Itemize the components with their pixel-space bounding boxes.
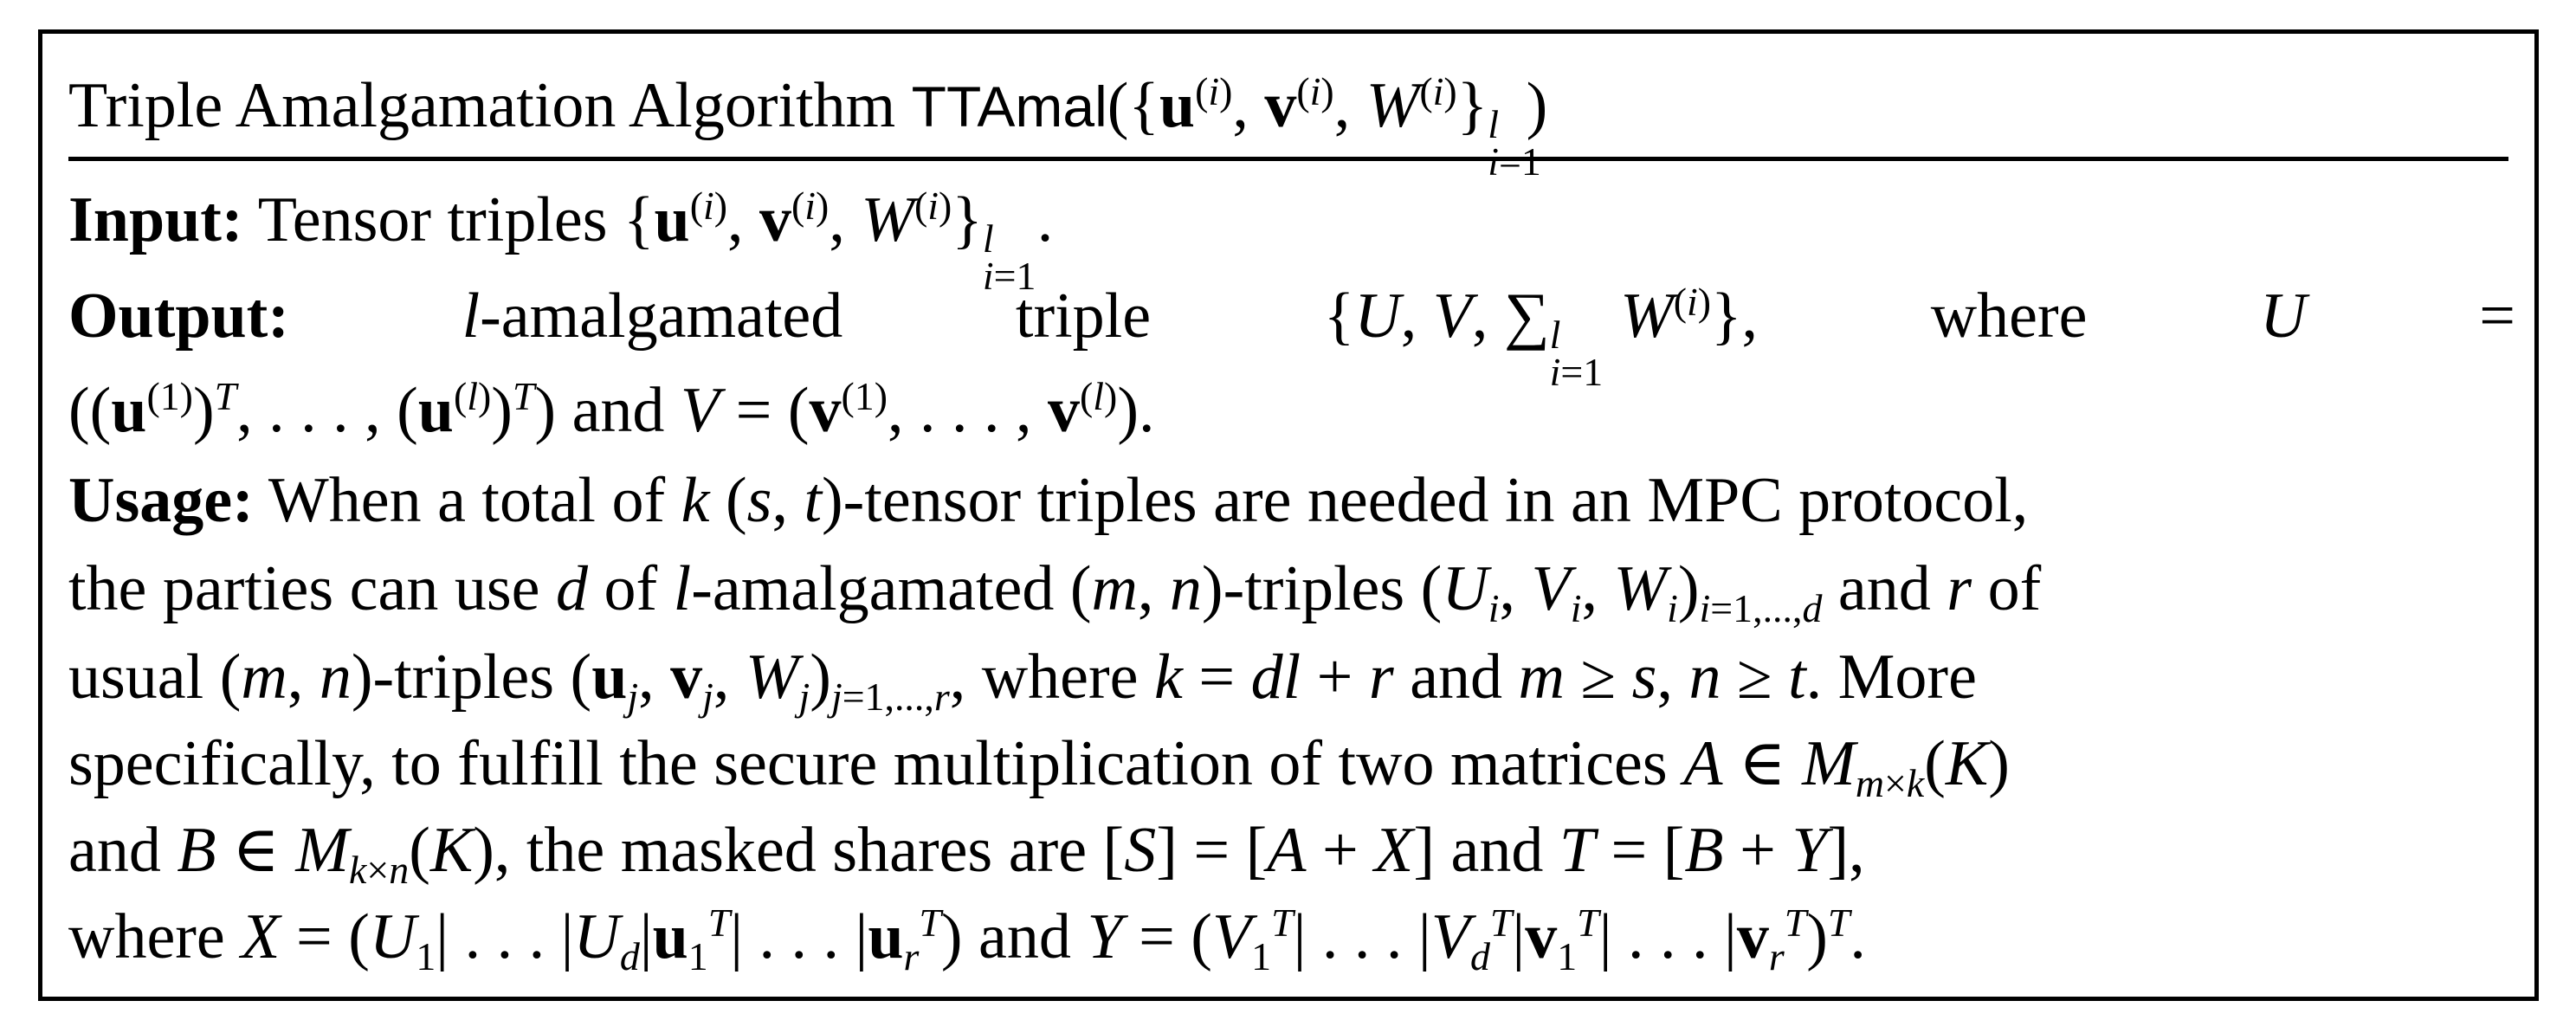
usage-line-5: and B ∈ Mk×n(K), the masked shares are [… [68, 815, 1865, 892]
output-word-2: triple [1015, 281, 1152, 352]
output-eq: = [2479, 281, 2515, 352]
input-line: Input: Tensor triples {u(i), v(i), W(i)}… [68, 185, 2515, 295]
usage-line-6: where X = (U1| . . . |Ud|u1T| . . . |urT… [68, 900, 1866, 978]
algorithm-name: TTAmal [911, 74, 1107, 139]
algorithm-title-prefix: Triple Amalgamation Algorithm [68, 70, 896, 141]
output-word-1: l-amalgamated [462, 281, 843, 352]
output-label: Output: [68, 281, 289, 352]
input-label: Input: [68, 184, 243, 255]
output-word-3: where [1930, 281, 2088, 352]
title-rule [68, 157, 2508, 161]
usage-line-4: specifically, to fulfill the secure mult… [68, 728, 2010, 805]
algorithm-title: Triple Amalgamation Algorithm TTAmal({u(… [68, 71, 2515, 181]
usage-line-1: Usage: When a total of k (s, t)-tensor t… [68, 465, 2029, 536]
output-line-2: ((u(1))T, . . . , (u(l))T) and V = (v(1)… [68, 373, 1155, 446]
usage-line-3: usual (m, n)-triples (uj, vj, Wj)j=1,...… [68, 642, 1977, 719]
usage-line-2: the parties can use d of l-amalgamated (… [68, 553, 2042, 630]
algorithm-box: Triple Amalgamation Algorithm TTAmal({u(… [38, 29, 2539, 1001]
output-U: U [2260, 281, 2307, 352]
usage-label: Usage: [68, 465, 254, 536]
